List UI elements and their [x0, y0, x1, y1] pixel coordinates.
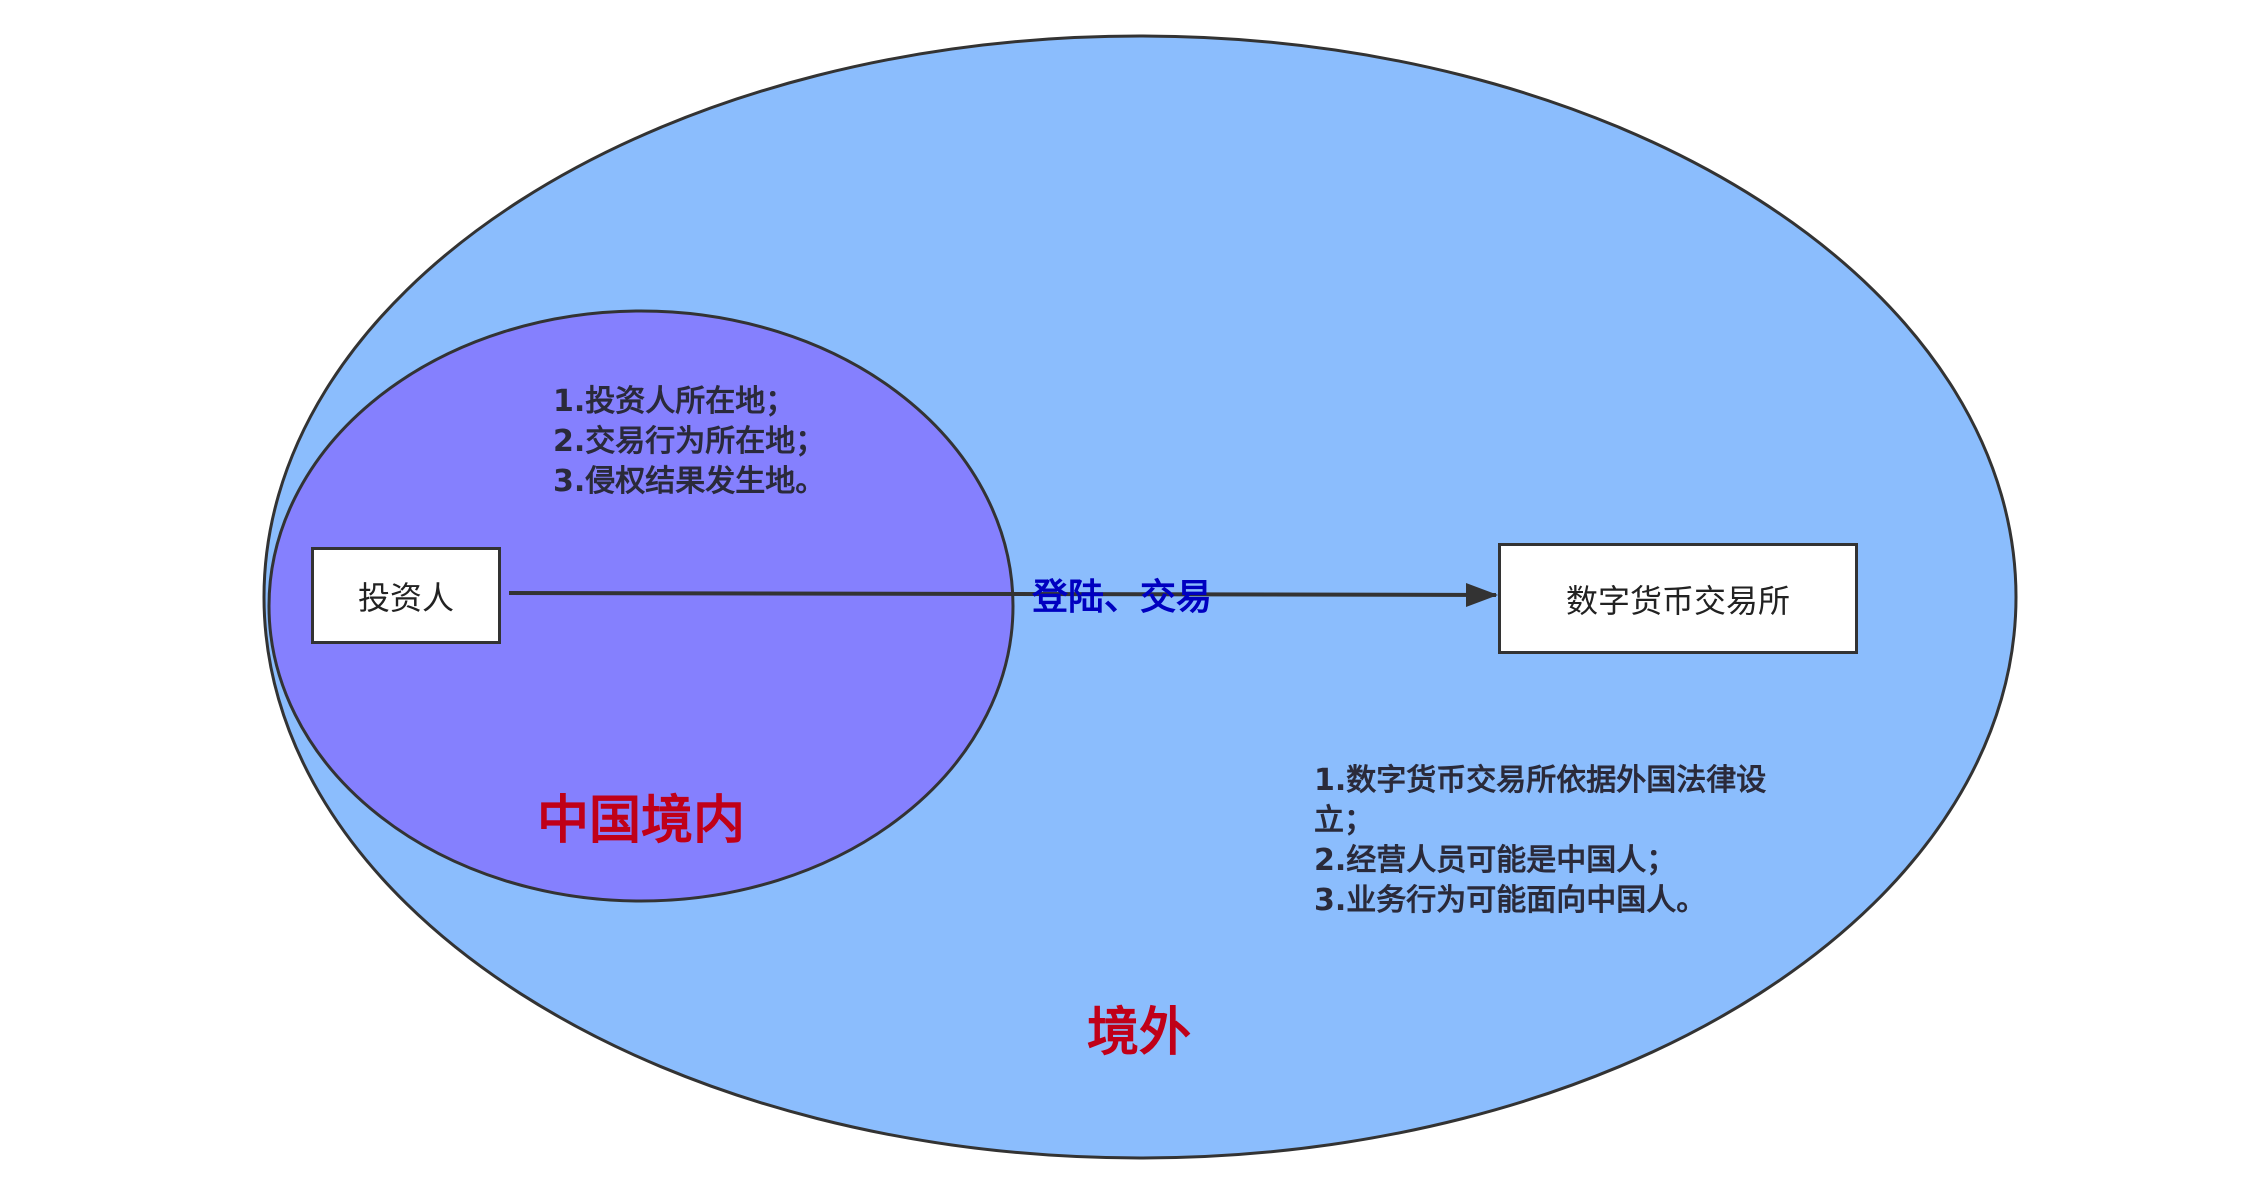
inner-note: 1.投资人所在地；: [553, 384, 796, 419]
inner-note: 3.侵权结果发生地。: [553, 464, 826, 499]
investor-node: 投资人: [311, 547, 501, 644]
arrow-head-icon: [1466, 583, 1498, 607]
outer-region-label: 境外: [1087, 1003, 1192, 1063]
outer-note: 1.数字货币交易所依据外国法律设立；: [1314, 763, 1767, 838]
inner-region-label: 中国境内: [537, 791, 746, 851]
edge-label: 登陆、交易: [1032, 577, 1213, 618]
outer-region-notes: 1.数字货币交易所依据外国法律设立； 2.经营人员可能是中国人； 3.业务行为可…: [1314, 761, 1804, 921]
outer-note: 3.业务行为可能面向中国人。: [1314, 883, 1707, 918]
inner-region-ellipse: [267, 309, 1015, 903]
outer-note: 2.经营人员可能是中国人；: [1314, 843, 1677, 878]
inner-note: 2.交易行为所在地；: [553, 424, 826, 459]
investor-label: 投资人: [357, 578, 454, 617]
exchange-node: 数字货币交易所: [1498, 543, 1858, 654]
inner-region-notes: 1.投资人所在地； 2.交易行为所在地； 3.侵权结果发生地。: [553, 382, 825, 502]
arrow-edge: [508, 591, 1497, 597]
exchange-label: 数字货币交易所: [1565, 581, 1790, 620]
